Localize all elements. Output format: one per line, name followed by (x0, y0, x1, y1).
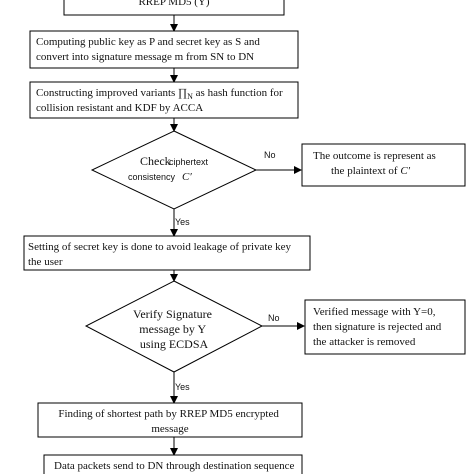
outcome-verified-line-2: then signature is rejected and (313, 321, 442, 333)
step-secret-key-line-1: Setting of secret key is done to avoid l… (28, 241, 291, 253)
svg-text:Computing public key as P and: Computing public key as P and secret key… (36, 36, 263, 63)
decision-ciphertext: Check ciphertext consistency C′ (90, 130, 258, 210)
yes-label-1: Yes (175, 217, 190, 227)
step-variants-line-1b: as hash function for (193, 87, 283, 99)
step-data-packets: Data packets send to DN through destinat… (43, 454, 303, 474)
yes-label-2: Yes (175, 382, 190, 392)
top-box-cutoff-text: RREP MD5 (Y) (138, 0, 209, 8)
no-label-2: No (268, 313, 280, 323)
outcome-plaintext-line-2: the plaintext of (331, 165, 400, 177)
step-variants: Constructing improved variants ∏N as has… (29, 81, 299, 119)
svg-text:Setting of secret key is done: Setting of secret key is done to avoid l… (28, 241, 294, 268)
decision-signature-line-3: using ECDSA (140, 337, 209, 351)
decision-ciphertext-line-1b: ciphertext (169, 157, 209, 167)
step-public-key-line-2: convert into signature message m from SN… (36, 51, 254, 63)
no-label-1: No (264, 150, 276, 160)
decision-signature: Verify Signature message by Y using ECDS… (84, 280, 264, 373)
top-step-box: RREP MD5 (Y) (63, 0, 285, 16)
decision-ciphertext-symbol: C′ (182, 171, 192, 183)
svg-text:Verified message with Y=0,: Verified message with Y=0, then signatur… (313, 306, 444, 348)
outcome-plaintext-symbol: C′ (400, 165, 410, 177)
step-shortest-path: Finding of shortest path by RREP MD5 enc… (37, 402, 303, 438)
step-public-key: Computing public key as P and secret key… (29, 30, 299, 69)
svg-text:Constructing improved variants: Constructing improved variants ∏N as has… (36, 87, 285, 114)
step-shortest-path-line-1: Finding of shortest path by RREP MD5 enc… (58, 408, 279, 420)
outcome-plaintext: The outcome is represent as the plaintex… (301, 143, 466, 187)
outcome-verified: Verified message with Y=0, then signatur… (304, 299, 466, 355)
outcome-plaintext-line-1: The outcome is represent as (313, 150, 436, 162)
step-data-packets-line-1: Data packets send to DN through destinat… (54, 460, 295, 472)
decision-ciphertext-line-2: consistency (128, 172, 176, 182)
outcome-verified-line-3: the attacker is removed (313, 336, 416, 348)
step-secret-key: Setting of secret key is done to avoid l… (23, 235, 311, 271)
step-public-key-line-1: Computing public key as P and secret key… (36, 36, 260, 48)
svg-text:Finding of shortest path by RR: Finding of shortest path by RREP MD5 enc… (58, 408, 281, 435)
outcome-verified-line-1: Verified message with Y=0, (313, 306, 436, 318)
step-variants-subscript: N (187, 92, 193, 101)
step-variants-line-2: collision resistant and KDF by ACCA (36, 102, 203, 114)
decision-ciphertext-line-1: Check (140, 154, 171, 168)
step-secret-key-line-2: the user (28, 256, 63, 268)
step-shortest-path-line-2: message (151, 423, 188, 435)
svg-text:Verify Signature message: Verify Signature message by Y using ECDS… (133, 307, 215, 351)
svg-text:The outcome is represent as: The outcome is represent as the plaintex… (313, 150, 439, 177)
decision-signature-line-1: Verify Signature (133, 307, 212, 321)
decision-signature-line-2: message by Y (139, 322, 206, 336)
step-variants-line-1a: Constructing improved variants ∏ (36, 87, 187, 99)
